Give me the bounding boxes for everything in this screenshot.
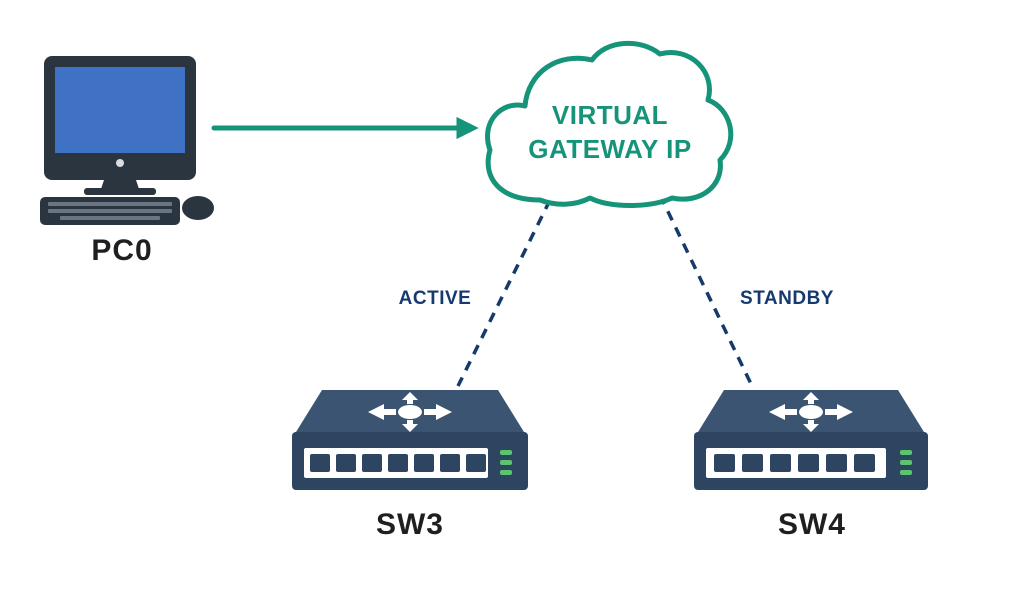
gateway-label-line1: VIRTUAL bbox=[551, 100, 669, 130]
standby-link-label: STANDBY bbox=[740, 288, 834, 309]
network-switch-icon-sw4 bbox=[694, 390, 928, 490]
arrows-icon bbox=[368, 392, 452, 432]
keyboard-icon bbox=[40, 197, 180, 225]
network-switch-icon-sw3 bbox=[292, 390, 528, 490]
status-led-icon bbox=[900, 450, 912, 475]
mouse-icon bbox=[182, 196, 214, 220]
active-link-label: ACTIVE bbox=[398, 288, 472, 309]
sw4-label: SW4 bbox=[777, 508, 846, 541]
desktop-computer-icon bbox=[40, 56, 214, 225]
sw3-label: SW3 bbox=[375, 508, 444, 541]
status-led-icon bbox=[500, 450, 512, 475]
arrows-icon bbox=[769, 392, 853, 432]
cloud-icon bbox=[485, 40, 734, 208]
gateway-label: VIRTUAL GATEWAY IP bbox=[500, 98, 720, 166]
gateway-label-line2: GATEWAY IP bbox=[528, 134, 692, 164]
pc-label: PC0 bbox=[91, 234, 153, 267]
